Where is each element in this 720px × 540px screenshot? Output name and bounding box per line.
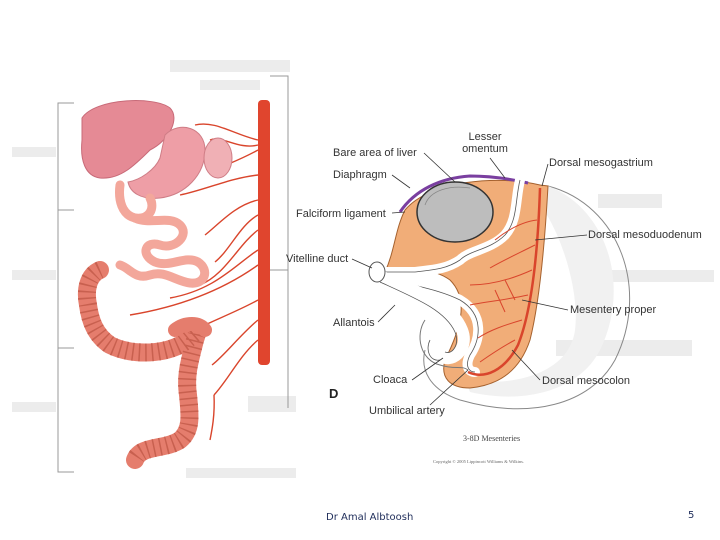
liver-shading [424, 186, 471, 206]
label-falciform-ligament: Falciform ligament [296, 208, 386, 220]
allantois-tube [372, 269, 470, 365]
label-cloaca: Cloaca [373, 374, 408, 386]
masked-label [12, 270, 56, 280]
masked-label [12, 147, 56, 157]
masked-label [200, 80, 260, 90]
vitelline-duct-stump [368, 261, 386, 283]
coelom-dotted [465, 186, 614, 397]
label-dorsal-mesogastrium: Dorsal mesogastrium [549, 157, 653, 169]
masked-label [12, 402, 56, 412]
label-lesser-omentum: Lesser omentum [462, 131, 508, 155]
leader-lines [351, 152, 588, 406]
footer-page-number: 5 [688, 510, 695, 521]
mesenteric-arteries [469, 219, 538, 363]
label-allantois: Allantois [333, 317, 375, 329]
transverse-colon-top [168, 317, 212, 337]
label-mesentery-proper: Mesentery proper [570, 304, 657, 316]
label-diaphragm: Diaphragm [333, 169, 387, 181]
masked-label [170, 60, 290, 72]
small-intestine [115, 213, 210, 288]
colon-haustra [77, 261, 206, 465]
dorsal-aorta [467, 187, 542, 376]
liver [81, 100, 175, 179]
figure-caption: 3-8D Mesenteries [463, 434, 521, 443]
label-dorsal-mesocolon: Dorsal mesocolon [542, 375, 631, 387]
label-vitelline-duct: Vitelline duct [286, 253, 349, 265]
figure-copyright: Copyright © 2005 Lippincott Williams & W… [433, 459, 525, 464]
masked-label [598, 194, 662, 208]
cloaca-outline [379, 281, 457, 361]
tail-region [419, 319, 469, 371]
label-umbilical-artery: Umbilical artery [369, 405, 445, 417]
stomach [127, 126, 206, 199]
footer-author: Dr Amal Albtoosh [326, 512, 414, 523]
masked-label [186, 468, 296, 478]
diaphragm-band [398, 174, 529, 213]
label-dorsal-mesoduodenum: Dorsal mesoduodenum [588, 229, 702, 241]
aorta [258, 100, 270, 365]
liver-section [416, 181, 494, 243]
label-bare-area-of-liver: Bare area of liver [333, 147, 417, 159]
masked-label [248, 396, 296, 412]
region-brackets [57, 75, 289, 473]
panel-letter: D [329, 386, 339, 401]
pancreas [203, 137, 233, 179]
body-wall [423, 185, 630, 410]
